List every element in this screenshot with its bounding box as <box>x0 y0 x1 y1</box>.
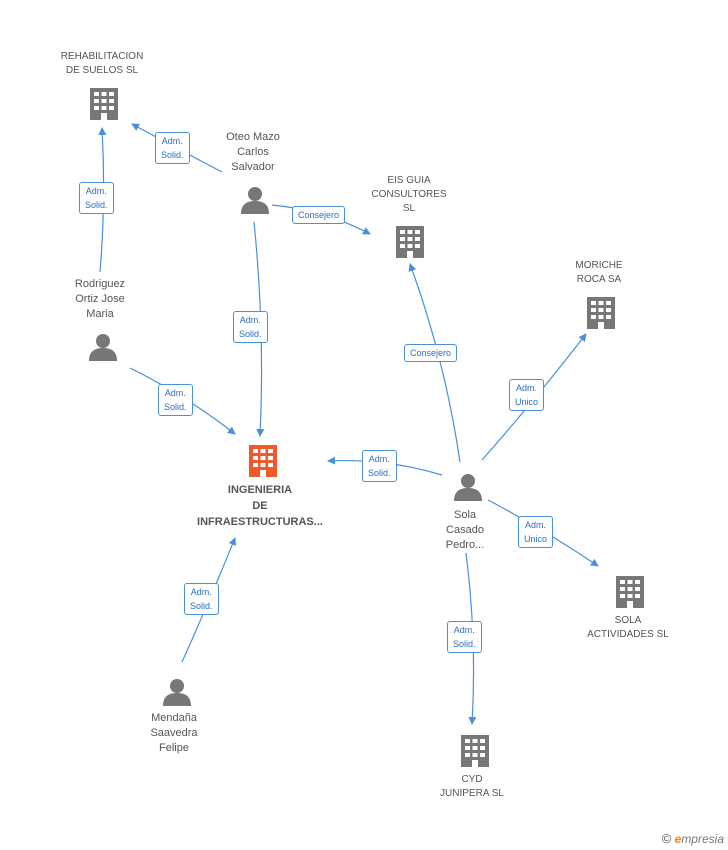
copyright-icon: © <box>661 831 672 846</box>
node-label-ingenieria[interactable]: INGENIERIA DE INFRAESTRUCTURAS... <box>197 484 323 528</box>
brand-logo-initial: e <box>674 832 682 846</box>
node-label-cyd[interactable]: CYD JUNIPERA SL <box>440 774 504 799</box>
node-label-mendana[interactable]: Mendaña Saavedra Felipe <box>150 712 198 754</box>
edge-label-sola-actividades: Adm. Unico <box>518 516 554 548</box>
building-icon[interactable] <box>587 297 615 329</box>
edge-sola-eis <box>408 263 461 463</box>
building-icon[interactable] <box>249 445 277 477</box>
edge-label-oteo-ingenieria: Adm. Solid. <box>233 311 268 343</box>
edge-label-sola-cyd: Adm. Solid. <box>447 621 482 653</box>
node-label-oteo[interactable]: Oteo Mazo Carlos Salvador <box>226 131 280 173</box>
person-icon[interactable] <box>241 187 269 214</box>
edge-label-rodriguez-rehabilitacion: Adm. Solid. <box>79 182 114 214</box>
edge-label-oteo-eis: Consejero <box>292 206 346 224</box>
building-icon[interactable] <box>461 735 489 767</box>
edge-label-oteo-rehabilitacion: Adm. Solid. <box>155 132 190 164</box>
person-icon[interactable] <box>454 474 482 501</box>
edge-label-sola-ingenieria: Adm. Solid. <box>362 450 397 482</box>
brand-footer: © empresia <box>662 831 724 846</box>
node-label-sola[interactable]: Sola Casado Pedro... <box>445 509 485 551</box>
node-label-moriche[interactable]: MORICHE ROCA SA <box>575 260 623 285</box>
node-label-sola-actividades[interactable]: SOLA ACTIVIDADES SL <box>587 615 669 640</box>
edge-label-sola-eis: Consejero <box>404 344 458 362</box>
edge-label-rodriguez-ingenieria: Adm. Solid. <box>158 384 193 416</box>
node-label-rehabilitacion[interactable]: REHABILITACION DE SUELOS SL <box>60 51 144 76</box>
edge-label-sola-moriche: Adm. Unico <box>509 379 545 411</box>
building-icon[interactable] <box>396 226 424 258</box>
node-label-rodriguez[interactable]: Rodriguez Ortiz Jose Maria <box>74 278 126 320</box>
edge-label-mendana-ingenieria: Adm. Solid. <box>184 583 219 615</box>
building-icon[interactable] <box>616 576 644 608</box>
person-icon[interactable] <box>163 679 191 706</box>
node-label-eis-guia[interactable]: EIS GUIA CONSULTORES SL <box>371 175 447 214</box>
edge-lines <box>98 123 599 725</box>
person-icon[interactable] <box>89 334 117 361</box>
brand-logo-text: mpresia <box>681 832 724 846</box>
building-icon[interactable] <box>90 88 118 120</box>
